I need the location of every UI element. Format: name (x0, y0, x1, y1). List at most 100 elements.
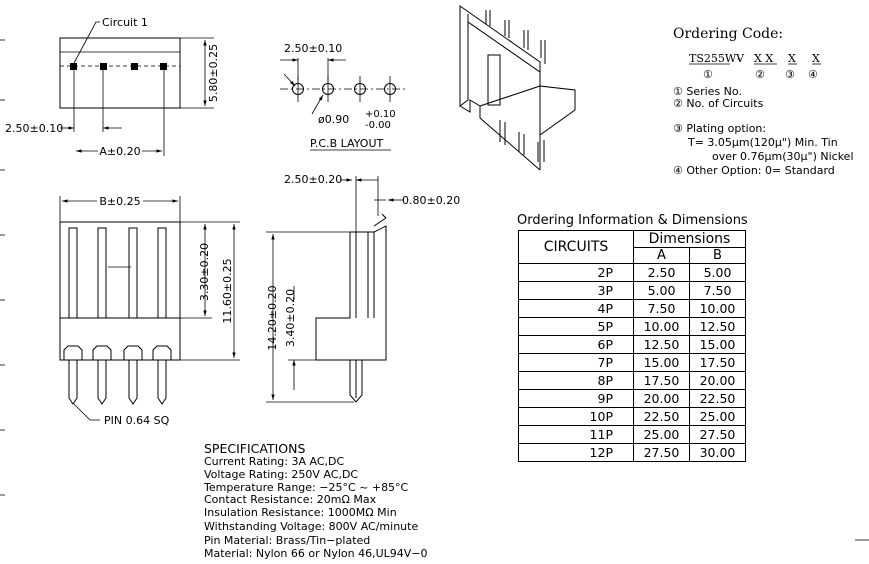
ordering-line-2: ② No. of Circuits (673, 97, 764, 110)
isometric-view (459, 5, 576, 171)
cell-circuits: 11P (518, 425, 634, 444)
cell-b: 22.50 (689, 389, 746, 408)
cell-circuits: 8P (518, 371, 634, 390)
ordering-code-title: Ordering Code: (673, 26, 783, 42)
col-dimensions: Dimensions (633, 230, 746, 248)
cell-b: 15.00 (689, 335, 746, 354)
code-x3: X (788, 52, 796, 65)
pin-size-label: PIN 0.64 SQ (104, 414, 170, 427)
table-title: Ordering Information & Dimensions (517, 213, 748, 228)
cell-b: 25.00 (689, 407, 746, 426)
top-pitch-label: 2.50±0.10 (5, 122, 63, 135)
side-view: 2.50±0.20 0.80±0.20 14.20±0.20 3.40±0.20 (266, 173, 460, 403)
spec-line: Temperature Range: −25°C ~ +85°C (203, 481, 409, 494)
cell-a: 7.50 (633, 299, 690, 318)
cell-circuits: 2P (518, 263, 634, 282)
cell-a: 5.00 (633, 281, 690, 300)
cell-b: 10.00 (689, 299, 746, 318)
cell-a: 10.00 (633, 317, 690, 336)
code-dash: - (737, 52, 741, 65)
cell-a: 22.50 (633, 407, 690, 426)
cell-a: 12.50 (633, 335, 690, 354)
dim-340-label: 3.40±0.20 (284, 289, 297, 347)
spec-line: Material: Nylon 66 or Nylon 46,UL94V−0 (204, 547, 428, 560)
dim-330-label: 3.30±0.20 (198, 243, 211, 301)
ordering-line-1: ① Series No. (673, 85, 742, 98)
cell-circuits: 6P (518, 335, 634, 354)
spec-line: Voltage Rating: 250V AC,DC (204, 468, 358, 481)
cell-circuits: 10P (518, 407, 634, 426)
dim-1160-label: 11.60±0.25 (221, 258, 234, 323)
cell-circuits: 7P (518, 353, 634, 372)
cell-b: 17.50 (689, 353, 746, 372)
side-250-label: 2.50±0.20 (284, 173, 342, 186)
cell-circuits: 12P (518, 443, 634, 462)
front-pins-upper (68, 227, 167, 319)
cell-b: 27.50 (689, 425, 746, 444)
circuit-1-label: Circuit 1 (102, 16, 148, 29)
front-pins-lower (68, 360, 167, 405)
cell-a: 20.00 (633, 389, 690, 408)
b-dim-label: B±0.25 (99, 195, 140, 208)
code-n4: ④ (808, 68, 818, 81)
cell-circuits: 5P (518, 317, 634, 336)
cell-b: 12.50 (689, 317, 746, 336)
hole-tol-minus: -0.00 (365, 120, 391, 131)
a-dim-label: A±0.20 (99, 145, 140, 158)
spec-title: SPECIFICATIONS (204, 441, 305, 456)
top-view: Circuit 1 5.80±0.25 2.50±0.10 A±0.20 (5, 16, 220, 158)
cell-a: 17.50 (633, 371, 690, 390)
ordering-line-5: over 0.76μm(30μ") Nickel (712, 150, 854, 163)
code-n2: ② (755, 68, 765, 81)
spec-line: Insulation Resistance: 1000MΩ Min (204, 506, 397, 519)
ordering-line-3: ③ Plating option: (673, 122, 766, 135)
code-x4: X (812, 52, 820, 65)
cell-b: 30.00 (689, 443, 746, 462)
cell-a: 2.50 (633, 263, 690, 282)
cell-b: 20.00 (689, 371, 746, 390)
cell-circuits: 9P (518, 389, 634, 408)
cell-a: 15.00 (633, 353, 690, 372)
spec-line: Withstanding Voltage: 800V AC/minute (204, 520, 418, 533)
cell-a: 25.00 (633, 425, 690, 444)
dim-1420-label: 14.20±0.20 (266, 285, 279, 350)
hole-tol-plus: +0.10 (365, 109, 396, 120)
spec-line: Current Rating: 3A AC,DC (204, 455, 344, 468)
code-n1: ① (703, 68, 713, 81)
height-dim-label: 5.80±0.25 (207, 44, 220, 102)
specifications-block: SPECIFICATIONS Current Rating: 3A AC,DC … (203, 441, 428, 560)
ordering-line-6: ④ Other Option: 0= Standard (673, 164, 835, 177)
spec-line: Pin Material: Brass/Tin−plated (204, 534, 370, 547)
cell-a: 27.50 (633, 443, 690, 462)
col-a: A (633, 247, 690, 264)
front-pin-housings (63, 345, 172, 360)
code-n3: ③ (785, 68, 795, 81)
code-xx: X X (754, 52, 773, 65)
cell-b: 5.00 (689, 263, 746, 282)
spec-line: Contact Resistance: 20mΩ Max (204, 493, 377, 506)
col-circuits: CIRCUITS (518, 230, 634, 264)
col-b: B (689, 247, 746, 264)
pcb-pitch-label: 2.50±0.10 (284, 42, 342, 55)
cell-circuits: 4P (518, 299, 634, 318)
cell-b: 7.50 (689, 281, 746, 300)
ordering-code-block: Ordering Code: TS255WV - X X X X ① ② ③ ④… (673, 26, 854, 177)
ordering-line-4: T= 3.05μm(120μ") Min. Tin (687, 136, 838, 149)
pcb-layout-caption: P.C.B LAYOUT (310, 137, 384, 150)
frame-ticks (0, 39, 869, 541)
side-080-label: 0.80±0.20 (402, 194, 460, 207)
cell-circuits: 3P (518, 281, 634, 300)
series-code: TS255WV (689, 52, 745, 65)
